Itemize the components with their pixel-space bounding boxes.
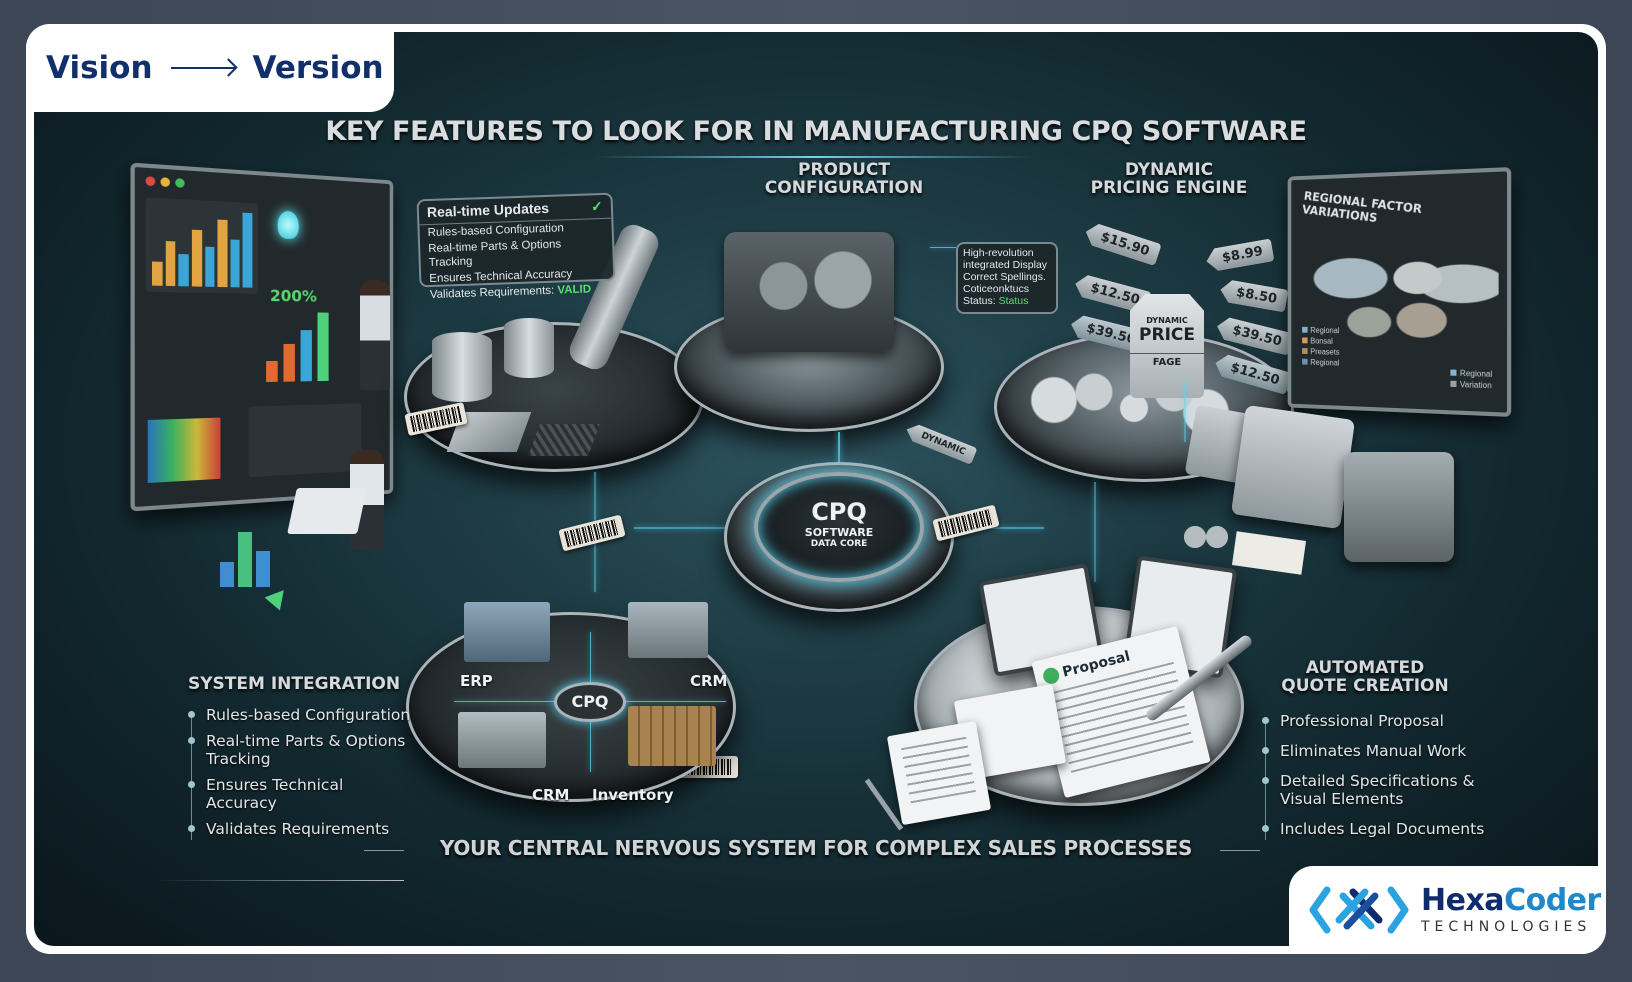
- scatter-widget: [248, 403, 362, 478]
- checkmark-icon: ✓: [590, 197, 604, 215]
- cpq-data-core: CPQ SOFTWARE DATA CORE: [754, 472, 924, 582]
- list-item: Includes Legal Documents: [1262, 820, 1492, 838]
- hub-wire: [590, 632, 591, 682]
- hexacoder-logo-icon: [1309, 886, 1409, 934]
- list-item: Real-time Parts & Options Tracking: [188, 732, 418, 768]
- metal-cylinder-icon: [504, 318, 554, 378]
- brand-name: HexaCoder: [1421, 883, 1601, 918]
- node-label-crm-top: CRM: [690, 672, 728, 690]
- bar-blocks-3d: [220, 532, 290, 587]
- long-right-arrow-icon: [170, 67, 235, 69]
- product-configuration-heading: PRODUCT CONFIGURATION: [764, 160, 924, 198]
- maximize-dot-icon: [175, 178, 185, 188]
- data-wire: [634, 527, 754, 529]
- dynamic-small-tag: DYNAMIC: [903, 421, 977, 465]
- presenter-figure: [360, 280, 390, 390]
- close-dot-icon: [145, 176, 156, 187]
- quote-creation-heading: AUTOMATED QUOTE CREATION: [1281, 658, 1449, 696]
- dynamic-price-big-tag: DYNAMIC PRICE FAGE: [1130, 294, 1204, 398]
- hexacoder-logo: HexaCoder TECHNOLOGIES: [1289, 866, 1606, 954]
- data-wire: [1094, 482, 1096, 582]
- vision-version-tab: Vision Version: [26, 24, 394, 112]
- factory-building-icon: [464, 602, 550, 662]
- regional-variations-monitor: REGIONAL FACTOR VARIATIONS Regional Bons…: [1287, 167, 1512, 417]
- receipt-card-icon: [1231, 531, 1307, 575]
- warehouse-icon: [628, 706, 716, 766]
- gear-machine-icon: [724, 232, 894, 352]
- display-info-panel: High-revolution integrated Display Corre…: [956, 242, 1058, 314]
- status-badge: Status: [998, 295, 1029, 307]
- cpq-hub: CPQ: [554, 682, 626, 722]
- minimize-dot-icon: [160, 177, 170, 188]
- version-label: Version: [252, 50, 384, 86]
- price-tag: $8.50: [1219, 278, 1289, 312]
- bar-chart-widget: [145, 197, 259, 294]
- hub-wire: [590, 722, 591, 772]
- dynamic-pricing-heading: DYNAMIC PRICING ENGINE: [1090, 160, 1248, 198]
- barcode-tag: [558, 514, 626, 552]
- office-room-icon: [628, 602, 708, 658]
- node-label-erp: ERP: [460, 672, 493, 690]
- contract-document: [886, 720, 992, 826]
- real-time-updates-panel: Real-time Updates ✓ Rules-based Configur…: [416, 192, 616, 301]
- node-label-inventory: Inventory: [592, 786, 674, 804]
- hub-wire: [454, 701, 554, 702]
- calculator-icon: [1230, 404, 1356, 530]
- brand-subtitle: TECHNOLOGIES: [1421, 919, 1592, 935]
- quote-creation-list: Professional Proposal Eliminates Manual …: [1262, 712, 1492, 846]
- metal-cylinder-icon: [432, 332, 492, 402]
- valid-status-badge: VALID: [557, 283, 592, 297]
- regional-monitor-title: REGIONAL FACTOR VARIATIONS: [1301, 188, 1423, 226]
- list-item: Professional Proposal: [1262, 712, 1492, 730]
- system-integration-heading: SYSTEM INTEGRATION: [188, 674, 401, 694]
- panel-title: Real-time Updates: [426, 199, 550, 221]
- growth-stat: 200%: [269, 286, 317, 306]
- price-tag: $8.99: [1205, 238, 1275, 272]
- cash-register-icon: [1344, 452, 1454, 562]
- data-wire: [838, 432, 840, 476]
- list-item: Detailed Specifications & Visual Element…: [1262, 772, 1492, 808]
- node-label-crm-bottom: CRM: [532, 786, 570, 804]
- data-wire: [1184, 382, 1186, 442]
- map-legend-bottom: Regional Variation: [1450, 367, 1492, 391]
- list-item: Ensures Technical Accuracy: [188, 776, 418, 812]
- lightbulb-icon: [277, 210, 299, 240]
- hex-nuts-icon: [1184, 522, 1228, 552]
- window-controls: [145, 176, 185, 188]
- price-tag: $15.90: [1082, 221, 1162, 266]
- title-glow-line: [594, 156, 1034, 158]
- footer-tagline: YOUR CENTRAL NERVOUS SYSTEM FOR COMPLEX …: [439, 836, 1193, 860]
- tagline-rule-right: [1220, 850, 1260, 851]
- green-up-arrow-icon: [264, 583, 292, 611]
- vision-label: Vision: [46, 50, 153, 86]
- connector-line: [930, 247, 956, 248]
- heatmap-widget: [147, 417, 221, 484]
- tagline-rule-left: [364, 850, 404, 851]
- hub-wire: [626, 701, 726, 702]
- decorative-light-streak: [154, 880, 404, 881]
- tablet-with-pie-chart: [287, 488, 367, 534]
- infographic-canvas: KEY FEATURES TO LOOK FOR IN MANUFACTURIN…: [34, 32, 1598, 946]
- map-legend: Regional Bonsal Preasets Regional: [1302, 325, 1339, 369]
- infographic-title: KEY FEATURES TO LOOK FOR IN MANUFACTURIN…: [325, 116, 1307, 147]
- list-item: Validates Requirements: [188, 820, 418, 838]
- list-item: Eliminates Manual Work: [1262, 742, 1492, 760]
- list-item: Rules-based Configuration: [188, 706, 418, 724]
- meeting-room-icon: [458, 712, 546, 768]
- proposal-logo-icon: [1041, 666, 1061, 686]
- system-integration-list: Rules-based Configuration Real-time Part…: [188, 706, 418, 846]
- carbon-fiber-block-icon: [528, 424, 600, 456]
